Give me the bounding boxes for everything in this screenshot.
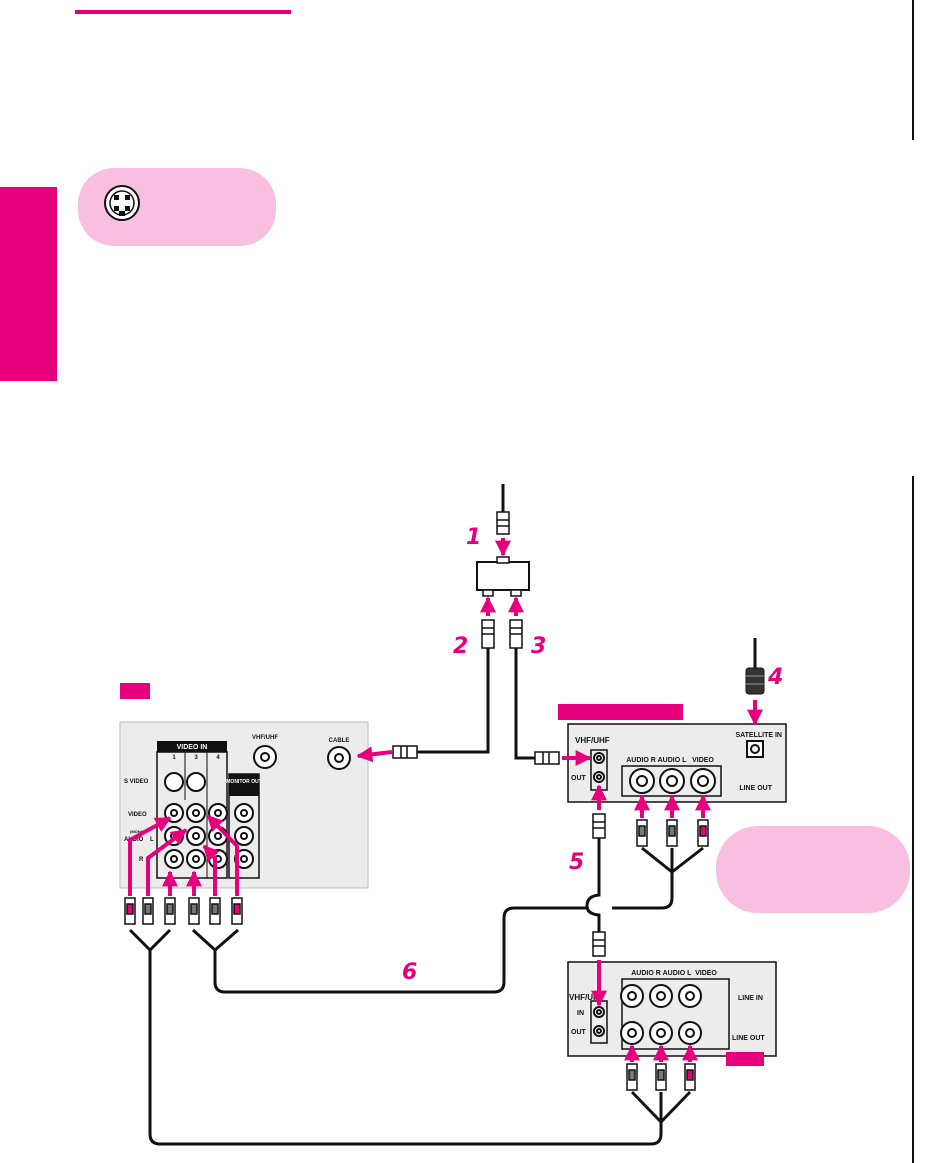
satellite-receiver-jacks	[593, 740, 764, 794]
f-connectors	[392, 511, 606, 957]
vcr-vhf-uhf-label: VHF/UHF	[569, 993, 604, 1002]
vcr-audio-r-label: AUDIO R	[631, 970, 661, 977]
connection-arrows	[128, 538, 763, 1062]
step-6: 6	[402, 960, 417, 985]
tv-svideo-label: S VIDEO	[124, 779, 149, 785]
step-2: 2	[453, 634, 468, 659]
tv-vhf-uhf-label: VHF/UHF	[252, 735, 278, 741]
tv-video-label: VIDEO	[128, 812, 147, 818]
tv-input-3: 3	[194, 755, 198, 761]
step-3: 3	[531, 634, 546, 659]
tv-input-4: 4	[216, 755, 220, 761]
tv-audio-r-label: R	[139, 857, 144, 863]
sat-audio-r-label: AUDIO R	[626, 757, 656, 764]
tv-input-1: 1	[172, 755, 176, 761]
signal-splitter	[476, 556, 530, 597]
vcr-line-in-label: LINE IN	[738, 995, 763, 1002]
tv-mono-label: (MONO)	[130, 829, 146, 834]
cables	[128, 484, 757, 1146]
sat-video-label: VIDEO	[692, 757, 714, 764]
tv-monitor-out-label: MONITOR OUT	[226, 779, 261, 785]
rca-plugs	[124, 819, 709, 1091]
vcr-rear-panel: AUDIO R AUDIO L VIDEO VHF/UHF IN OUT LIN…	[567, 961, 777, 1066]
tv-cable-label: CABLE	[329, 738, 350, 744]
svideo-connector-icon	[104, 185, 140, 221]
vcr-video-label: VIDEO	[695, 970, 717, 977]
step-4: 4	[767, 665, 783, 690]
vcr-audio-l-label: AUDIO L	[663, 970, 693, 977]
tv-audio-l-label: L	[150, 837, 154, 843]
sat-line-out-label: LINE OUT	[739, 785, 772, 792]
sat-satellite-in-label: SATELLITE IN	[735, 732, 782, 739]
header-rule	[75, 10, 291, 14]
section-tab	[0, 187, 57, 381]
step-5: 5	[569, 850, 584, 875]
vcr-in-label: IN	[577, 1010, 584, 1017]
sat-vhf-uhf-label: VHF/UHF	[575, 736, 610, 745]
step-1: 1	[466, 525, 481, 550]
note-box-right	[716, 826, 910, 913]
vcr-out-label: OUT	[571, 1029, 587, 1036]
sat-out-label: OUT	[571, 775, 587, 782]
tv-video-in-label: VIDEO IN	[177, 744, 208, 751]
satellite-dish-connector	[745, 667, 765, 695]
vcr-jacks	[593, 984, 702, 1045]
sat-audio-l-label: AUDIO L	[658, 757, 688, 764]
vcr-line-out-label: LINE OUT	[732, 1035, 765, 1042]
